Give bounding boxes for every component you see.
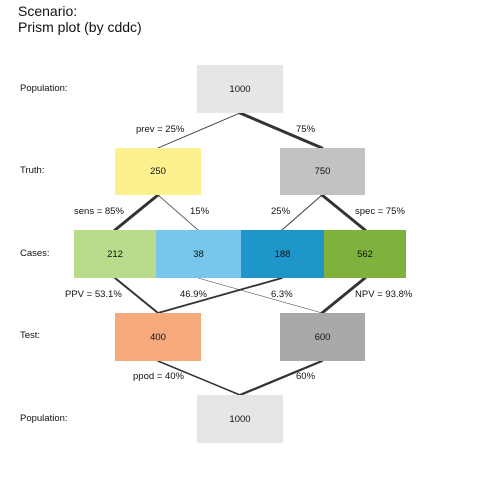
- row-label-population-top: Population:: [20, 83, 68, 94]
- scenario-title: Scenario:: [18, 3, 78, 19]
- population-top-box: 1000: [197, 65, 283, 113]
- miss-box: 38: [156, 230, 241, 278]
- edge-miss: [157, 194, 199, 231]
- prev-label: prev = 25%: [136, 124, 185, 135]
- false-alarm-rate-label: 25%: [271, 206, 291, 217]
- true-condition-box: 250: [115, 148, 201, 195]
- row-label-test: Test:: [20, 330, 41, 341]
- sens-label: sens = 85%: [74, 206, 124, 217]
- correct-rejection-box: 562: [324, 230, 406, 278]
- edge-prev: [157, 112, 241, 149]
- row-label-truth: Truth:: [20, 165, 45, 176]
- edge-pos-pop: [157, 360, 241, 396]
- not-ppod-label: 60%: [296, 371, 316, 382]
- false-condition-box: 750: [280, 148, 365, 195]
- spec-label: spec = 75%: [355, 206, 405, 217]
- for-label: 6.3%: [271, 289, 293, 300]
- ppv-label: PPV = 53.1%: [65, 289, 122, 300]
- edge-not-prev: [238, 111, 324, 150]
- miss-rate-label: 15%: [190, 206, 210, 217]
- npv-label: NPV = 93.8%: [355, 289, 413, 300]
- edge-fa-pos: [157, 277, 283, 314]
- population-bottom-box: 1000: [197, 395, 283, 443]
- edge-hit-pos: [114, 277, 159, 314]
- plot-subtitle: Prism plot (by cddc): [18, 19, 142, 35]
- edge-false-alarm: [281, 194, 323, 231]
- edge-neg-pop: [238, 359, 324, 397]
- edge-cr-neg: [320, 276, 367, 315]
- row-label-population-bottom: Population:: [20, 413, 68, 424]
- hit-box: 212: [74, 230, 156, 278]
- edge-sens: [113, 193, 160, 232]
- not-prev-label: 75%: [296, 124, 316, 135]
- test-positive-box: 400: [115, 313, 201, 361]
- edge-spec: [320, 193, 367, 232]
- test-negative-box: 600: [280, 313, 365, 361]
- ppod-label: ppod = 40%: [133, 371, 184, 382]
- false-alarm-box: 188: [241, 230, 324, 278]
- row-label-cases: Cases:: [20, 248, 50, 259]
- edge-miss-neg: [197, 277, 323, 314]
- fdr-label: 46.9%: [180, 289, 207, 300]
